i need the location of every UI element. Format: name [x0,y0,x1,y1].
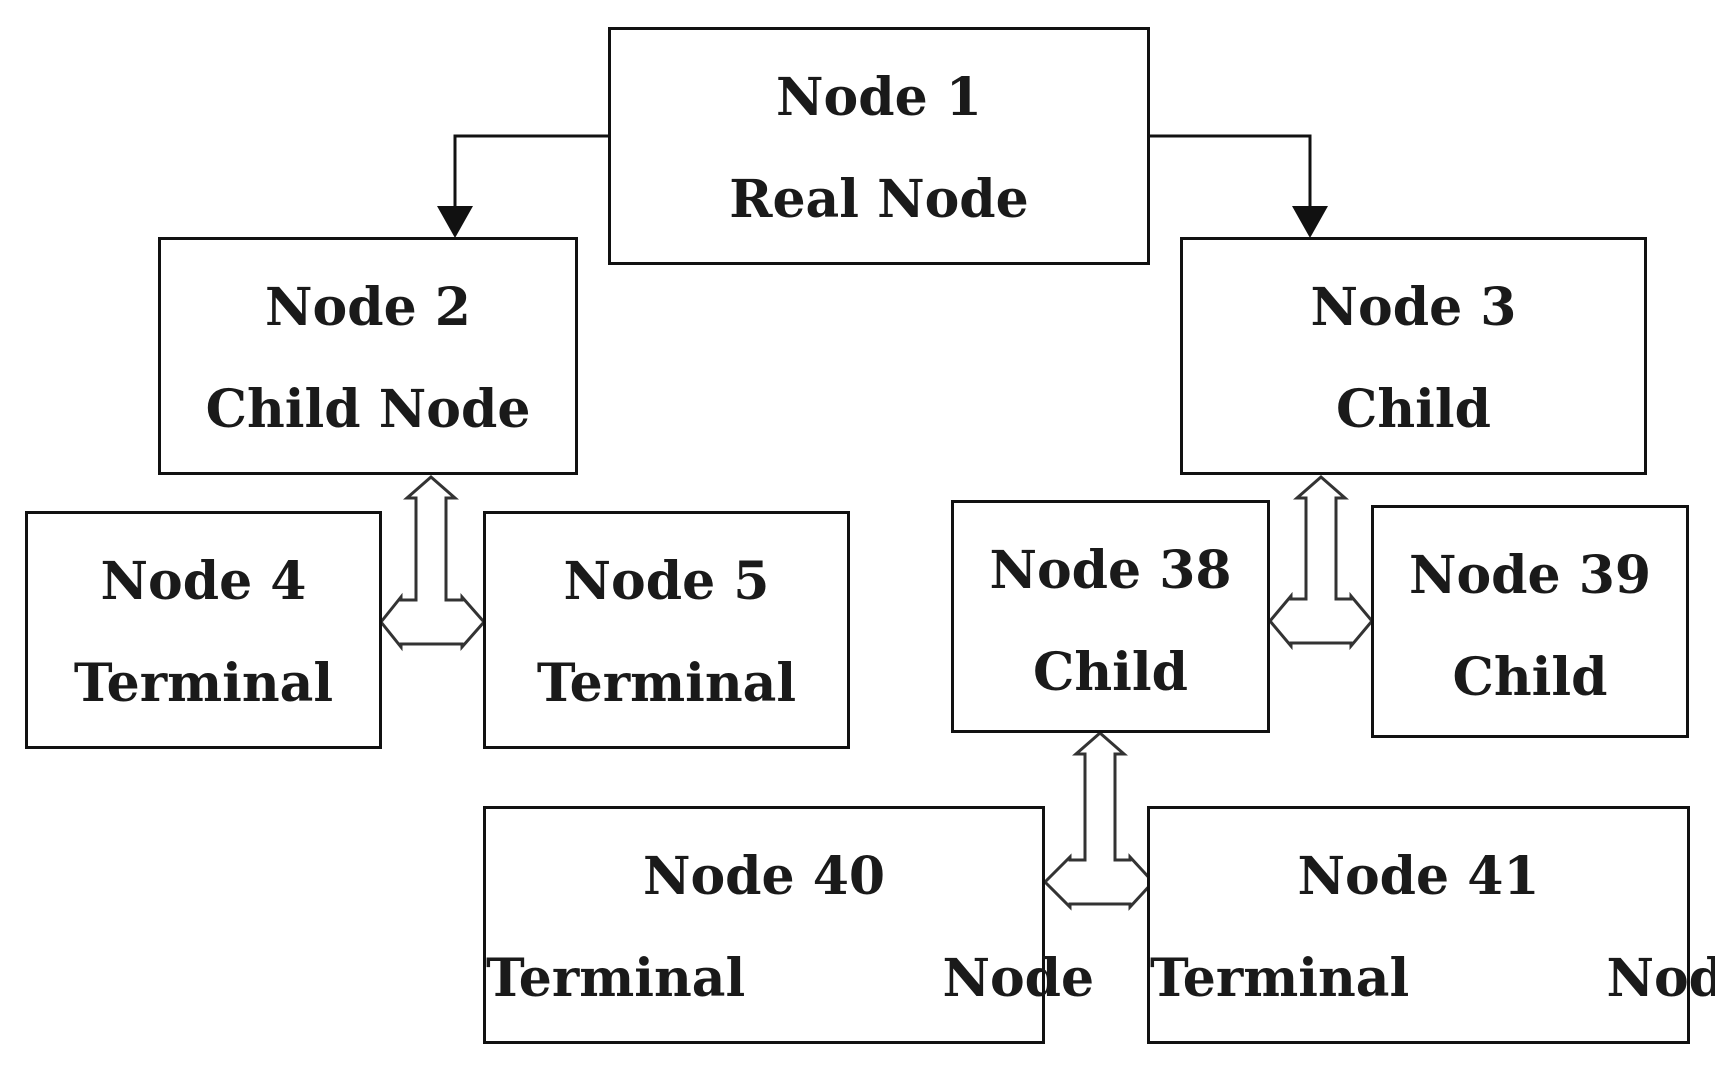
node-4-title: Node 4 [100,551,307,612]
node-2-role: Child Node [205,379,531,440]
node-40-box: Node 40 Terminal Node [483,806,1095,1044]
node-5-box: Node 5 Terminal [483,511,850,749]
node-1-role: Real Node [729,169,1029,230]
node-1-title: Node 1 [776,67,982,128]
branch-arrow-node3 [1268,475,1374,651]
node-39-role: Child [1452,647,1608,708]
connector-node1-node2 [453,134,608,212]
node-41-title: Node 41 [1297,846,1540,907]
node-2-title: Node 2 [265,277,471,338]
node-41-box: Node 41 Terminal Node [1147,806,1715,1044]
node-1-box: Node 1 Real Node [608,27,1150,265]
arrowhead-node2 [437,206,473,238]
node-3-role: Child [1335,379,1492,440]
node-40-role: Terminal Node [486,948,1095,1009]
node-40-title: Node 40 [642,846,886,907]
node-38-role: Child [1032,642,1189,703]
node-39-box: Node 39 Child [1371,505,1689,738]
node-2-box: Node 2 Child Node [158,237,578,475]
node-38-box: Node 38 Child [951,500,1270,733]
node-39-title: Node 39 [1408,545,1652,606]
node-4-box: Node 4 Terminal [25,511,382,749]
connector-node1-node3 [1150,134,1312,212]
arrowhead-node3 [1292,206,1328,238]
node-41-role: Terminal Node [1150,948,1715,1009]
node-3-box: Node 3 Child [1180,237,1647,475]
branch-arrow-node2 [379,475,486,652]
node-5-role: Terminal [536,653,797,714]
node-4-role: Terminal [73,653,334,714]
node-5-title: Node 5 [563,551,770,612]
node-38-title: Node 38 [989,540,1232,601]
node-3-title: Node 3 [1310,277,1517,338]
branch-arrow-node38 [1042,731,1156,911]
